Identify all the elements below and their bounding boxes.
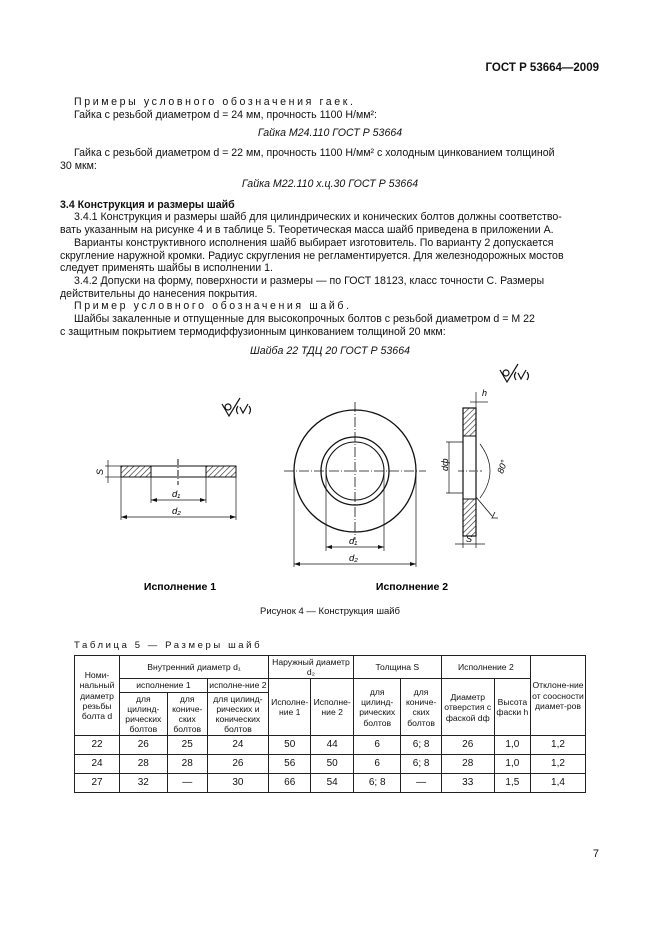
th-h: Высота фаски h <box>493 678 532 737</box>
th-nominal: Номи-нальный диаметр резьбы болта d <box>74 654 120 737</box>
washer-top-view-v2 <box>284 402 426 567</box>
cell: 28 <box>119 754 168 775</box>
cell: 66 <box>267 773 312 794</box>
th-outer-v1: Исполне-ние 1 <box>267 678 312 737</box>
section-title: 3.4 Конструкция и размеры шайб <box>60 199 235 211</box>
washer-section-v1 <box>105 459 237 520</box>
cell: 6 <box>352 754 402 775</box>
cell: 25 <box>166 735 208 756</box>
cell: 1,2 <box>530 735 586 756</box>
th-inner-v2: исполне-ние 2 <box>206 678 269 693</box>
washer-example-heading: Пример условного обозначения шайб. <box>74 300 352 312</box>
cell: 28 <box>440 754 495 775</box>
th-inner-v1: исполнение 1 <box>119 678 208 693</box>
dim-s-v1: S <box>95 469 105 475</box>
dim-d1-v2: d₁ <box>349 536 357 547</box>
cell: 50 <box>310 754 354 775</box>
nut-designation-1: Гайка М24.110 ГОСТ Р 53664 <box>257 127 403 139</box>
cell: 28 <box>166 754 208 775</box>
nut-example-1: Гайка с резьбой диаметром d = 24 мм, про… <box>74 109 377 121</box>
cell: 30 <box>206 773 269 794</box>
th-inner-cyl: для цилинд-рических болтов <box>119 691 168 737</box>
cell: 6; 8 <box>352 773 402 794</box>
th-s-cyl: для цилинд-рических болтов <box>352 678 402 737</box>
para-341a: 3.4.1 Конструкция и размеры шайб для цил… <box>74 211 562 223</box>
cell: — <box>400 773 442 794</box>
table-caption-text: Таблица 5 — Размеры шайб <box>74 640 263 651</box>
cell: 1,5 <box>493 773 532 794</box>
cell: 32 <box>119 773 168 794</box>
cell: 54 <box>310 773 354 794</box>
cell: 24 <box>206 735 269 756</box>
caption-variant-1: Исполнение 1 <box>144 581 216 593</box>
cell: 1,0 <box>493 754 532 775</box>
washer-designation: Шайба 22 ТДЦ 20 ГОСТ Р 53664 <box>250 345 410 357</box>
dim-h: h <box>482 388 487 398</box>
cell: 6 <box>352 735 402 756</box>
cell: 1,2 <box>530 754 586 775</box>
cell: 24 <box>74 754 120 775</box>
roughness-symbol-2 <box>499 363 530 384</box>
dim-angle: 80° <box>495 458 509 475</box>
figure-caption: Рисунок 4 — Конструкция шайб <box>260 606 400 617</box>
th-variant-2: Исполнение 2 <box>440 654 532 680</box>
caption-variant-2: Исполнение 2 <box>376 581 448 593</box>
cell: — <box>166 773 208 794</box>
table-row: 22 26 25 24 50 44 6 6; 8 26 1,0 1,2 <box>74 735 586 756</box>
para-342a: 3.4.2 Допуски на форму, поверхности и ра… <box>74 275 545 287</box>
cell: 26 <box>440 735 495 756</box>
cell: 50 <box>267 735 312 756</box>
table-row: 27 32 — 30 66 54 6; 8 — 33 1,5 1,4 <box>74 773 586 794</box>
cell: 27 <box>74 773 120 794</box>
para-variants-c: следует применять шайбы в исполнении 1. <box>60 262 273 274</box>
nut-designation-2: Гайка М22.110 х.ц.30 ГОСТ Р 53664 <box>241 178 419 190</box>
th-thickness: Толщина S <box>352 654 442 680</box>
cell: 26 <box>119 735 168 756</box>
th-dph: Диаметр отверстия с фаской dф <box>440 678 495 737</box>
roughness-symbol-1 <box>221 397 252 418</box>
th-outer-v2: Исполне-ние 2 <box>310 678 354 737</box>
dim-d1-v1: d₁ <box>172 489 180 500</box>
cell: 44 <box>310 735 354 756</box>
table-row: 24 28 28 26 56 50 6 6; 8 28 1,0 1,2 <box>74 754 586 775</box>
washer-figure: S d₁ d₂ d₁ d₂ <box>95 363 530 593</box>
nut-example-2b: 30 мкм: <box>60 160 97 172</box>
nut-examples-heading: Примеры условного обозначения гаек. <box>74 96 356 108</box>
th-inner-diameter: Внутренний диаметр d₁ <box>119 654 269 680</box>
cell: 26 <box>206 754 269 775</box>
para-variants-a: Варианты конструктивного исполнения шайб… <box>74 237 554 249</box>
cell: 56 <box>267 754 312 775</box>
washer-example-b: с защитным покрытием термодиффузионным ц… <box>60 326 446 338</box>
th-deviation: Отклоне-ние от соосности диамет-ров <box>530 654 586 737</box>
para-341b: вать указанным на рисунке 4 и в таблице … <box>60 224 554 236</box>
th-inner-con: для кониче-ских болтов <box>166 691 208 737</box>
cell: 1,4 <box>530 773 586 794</box>
dim-d2-v1: d₂ <box>172 506 181 517</box>
washer-section-v2 <box>446 392 498 548</box>
th-outer-diameter: Наружный диаметр d₂ <box>267 654 354 680</box>
nut-example-2a: Гайка с резьбой диаметром d = 22 мм, про… <box>74 147 555 159</box>
page-number: 7 <box>592 848 599 860</box>
document-id: ГОСТ Р 53664—2009 <box>485 62 599 74</box>
dim-s-v2: S <box>466 534 472 544</box>
cell: 6; 8 <box>400 754 442 775</box>
para-342b: действительны до нанесения покрытия. <box>60 288 258 300</box>
cell: 1,0 <box>493 735 532 756</box>
cell: 33 <box>440 773 495 794</box>
cell: 6; 8 <box>400 735 442 756</box>
para-variants-b: скругление наружной кромки. Радиус скруг… <box>60 250 564 262</box>
washer-dimensions-table: Номи-нальный диаметр резьбы болта d Внут… <box>74 654 586 794</box>
table-caption: Таблица 5 — Размеры шайб <box>74 640 262 651</box>
dim-d2-v2: d₂ <box>349 553 358 564</box>
th-inner-cylcon: для цилинд-рических и конических болтов <box>206 691 269 737</box>
dim-dph: dф <box>440 458 450 471</box>
cell: 22 <box>74 735 120 756</box>
th-s-con: для кониче-ских болтов <box>400 678 442 737</box>
washer-example-a: Шайбы закаленные и отпущенные для высоко… <box>74 313 535 325</box>
